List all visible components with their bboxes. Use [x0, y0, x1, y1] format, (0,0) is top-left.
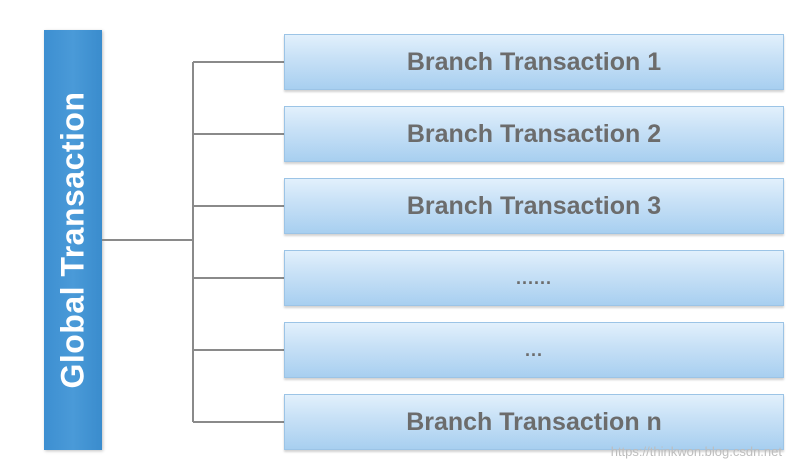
- branch-box-5: ...: [284, 322, 784, 378]
- global-transaction-box: Global Transaction: [44, 30, 102, 450]
- branch-label-2: Branch Transaction 2: [406, 119, 662, 148]
- branch-box-3: Branch Transaction 3: [284, 178, 784, 234]
- branch-label-3: Branch Transaction 3: [406, 191, 662, 220]
- watermark-text: https://thinkwon.blog.csdn.net: [610, 444, 782, 459]
- branch-box-2: Branch Transaction 2: [284, 106, 784, 162]
- branch-label-1: Branch Transaction 1: [406, 47, 662, 76]
- branch-label-4: ......: [515, 267, 552, 288]
- branch-label-6: Branch Transaction n: [406, 407, 662, 436]
- branch-label-5: ...: [524, 339, 543, 360]
- branch-box-1: Branch Transaction 1: [284, 34, 784, 90]
- branch-box-4: ......: [284, 250, 784, 306]
- branch-box-6: Branch Transaction n: [284, 394, 784, 450]
